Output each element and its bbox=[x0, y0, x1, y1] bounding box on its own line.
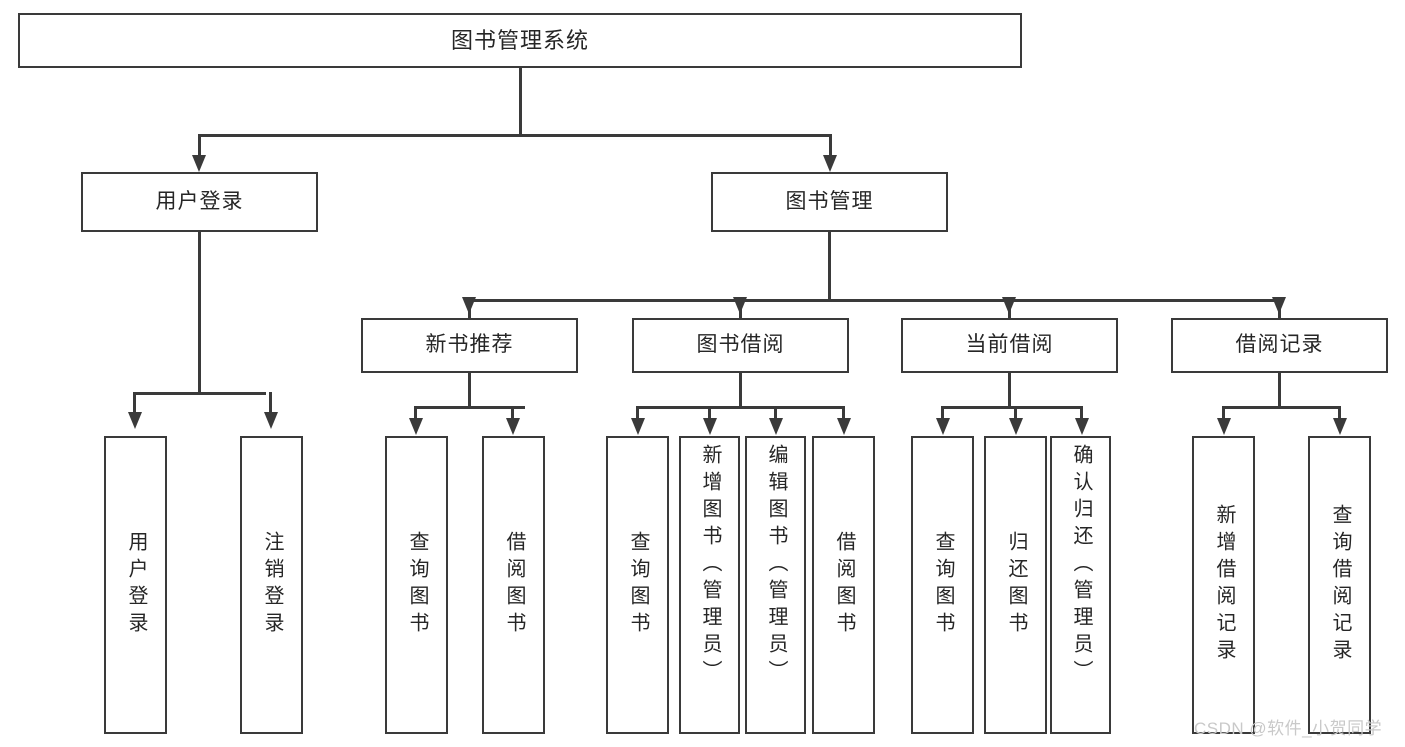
connector-cb-to-leaf-2 bbox=[1014, 406, 1017, 422]
leaf-query-book-current-borrow-label: 查询图书 bbox=[932, 531, 954, 639]
connector-book-borrow-stem bbox=[739, 373, 742, 408]
arrow-user-login-to-leaf-1 bbox=[128, 412, 142, 429]
arrow-br-to-leaf-2 bbox=[1333, 418, 1347, 435]
node-new-book-recommend-label: 新书推荐 bbox=[425, 333, 514, 357]
arrow-user-login-to-leaf-2 bbox=[264, 412, 278, 429]
connector-borrow-record-stem bbox=[1278, 373, 1281, 408]
connector-book-manage-bus bbox=[468, 299, 1279, 302]
leaf-borrow-book-new-book-label: 借阅图书 bbox=[503, 531, 525, 639]
arrow-bm-to-borrow-record bbox=[1272, 297, 1286, 314]
arrow-nb-to-leaf-1 bbox=[409, 418, 423, 435]
connector-br-to-leaf-2 bbox=[1338, 406, 1341, 422]
arrow-nb-to-leaf-2 bbox=[506, 418, 520, 435]
arrow-root-to-book-manage bbox=[823, 155, 837, 172]
connector-borrow-record-bus bbox=[1222, 406, 1340, 409]
node-book-borrow[interactable]: 图书借阅 bbox=[632, 318, 849, 373]
connector-current-borrow-stem bbox=[1008, 373, 1011, 408]
leaf-add-borrow-record[interactable]: 新增借阅记录 bbox=[1192, 436, 1255, 734]
connector-nb-to-leaf-1 bbox=[414, 406, 417, 422]
arrow-bm-to-new-book bbox=[462, 297, 476, 314]
node-new-book-recommend[interactable]: 新书推荐 bbox=[361, 318, 578, 373]
connector-new-book-bus bbox=[414, 406, 525, 409]
node-root-label: 图书管理系统 bbox=[450, 27, 589, 53]
leaf-confirm-return-admin-label: 确认归还（管理员） bbox=[1070, 444, 1092, 687]
connector-cb-to-leaf-1 bbox=[941, 406, 944, 422]
connector-nb-to-leaf-2 bbox=[511, 406, 514, 422]
connector-current-borrow-bus bbox=[941, 406, 1081, 409]
leaf-query-book-new-book[interactable]: 查询图书 bbox=[385, 436, 448, 734]
node-book-manage[interactable]: 图书管理 bbox=[711, 172, 948, 232]
arrow-bm-to-current-borrow bbox=[1002, 297, 1016, 314]
connector-br-to-leaf-1 bbox=[1222, 406, 1225, 422]
leaf-return-book[interactable]: 归还图书 bbox=[984, 436, 1047, 734]
node-borrow-record-label: 借阅记录 bbox=[1235, 333, 1324, 357]
leaf-user-logout-label: 注销登录 bbox=[261, 531, 283, 639]
leaf-confirm-return-admin[interactable]: 确认归还（管理员） bbox=[1050, 436, 1111, 734]
connector-book-borrow-bus bbox=[636, 406, 843, 409]
node-borrow-record[interactable]: 借阅记录 bbox=[1171, 318, 1388, 373]
connector-bb-to-leaf-4 bbox=[842, 406, 845, 422]
node-user-login[interactable]: 用户登录 bbox=[81, 172, 318, 232]
connector-cb-to-leaf-3 bbox=[1080, 406, 1083, 422]
leaf-edit-book-admin-label: 编辑图书（管理员） bbox=[765, 444, 787, 687]
connector-user-login-bus bbox=[133, 392, 266, 395]
leaf-add-borrow-record-label: 新增借阅记录 bbox=[1213, 504, 1235, 666]
leaf-query-borrow-record[interactable]: 查询借阅记录 bbox=[1308, 436, 1371, 734]
connector-bb-to-leaf-1 bbox=[636, 406, 639, 422]
node-current-borrow[interactable]: 当前借阅 bbox=[901, 318, 1118, 373]
connector-root-to-book-manage bbox=[829, 134, 832, 158]
arrow-cb-to-leaf-3 bbox=[1075, 418, 1089, 435]
connector-book-manage-stem bbox=[828, 232, 831, 301]
leaf-borrow-book-book-borrow-label: 借阅图书 bbox=[833, 531, 855, 639]
leaf-query-book-current-borrow[interactable]: 查询图书 bbox=[911, 436, 974, 734]
connector-user-login-stem bbox=[198, 232, 201, 394]
leaf-return-book-label: 归还图书 bbox=[1005, 531, 1027, 639]
node-user-login-label: 用户登录 bbox=[155, 189, 244, 213]
leaf-add-book-admin[interactable]: 新增图书（管理员） bbox=[679, 436, 740, 734]
arrow-bb-to-leaf-4 bbox=[837, 418, 851, 435]
arrow-bb-to-leaf-3 bbox=[769, 418, 783, 435]
leaf-add-book-admin-label: 新增图书（管理员） bbox=[699, 444, 721, 687]
arrow-cb-to-leaf-2 bbox=[1009, 418, 1023, 435]
connector-user-login-to-leaf-1 bbox=[133, 392, 136, 414]
arrow-cb-to-leaf-1 bbox=[936, 418, 950, 435]
leaf-borrow-book-book-borrow[interactable]: 借阅图书 bbox=[812, 436, 875, 734]
arrow-bb-to-leaf-2 bbox=[703, 418, 717, 435]
arrow-root-to-user-login bbox=[192, 155, 206, 172]
leaf-query-book-book-borrow-label: 查询图书 bbox=[627, 531, 649, 639]
connector-root-bus bbox=[198, 134, 831, 137]
connector-new-book-stem bbox=[468, 373, 471, 408]
arrow-bm-to-book-borrow bbox=[733, 297, 747, 314]
leaf-user-logout[interactable]: 注销登录 bbox=[240, 436, 303, 734]
connector-root-to-user-login bbox=[198, 134, 201, 158]
node-root[interactable]: 图书管理系统 bbox=[18, 13, 1022, 68]
node-current-borrow-label: 当前借阅 bbox=[965, 333, 1054, 357]
leaf-query-book-new-book-label: 查询图书 bbox=[406, 531, 428, 639]
csdn-watermark: CSDN @软件_小贺同学 bbox=[1194, 719, 1383, 738]
leaf-query-book-book-borrow[interactable]: 查询图书 bbox=[606, 436, 669, 734]
arrow-bb-to-leaf-1 bbox=[631, 418, 645, 435]
arrow-br-to-leaf-1 bbox=[1217, 418, 1231, 435]
node-book-manage-label: 图书管理 bbox=[785, 189, 874, 213]
connector-bb-to-leaf-3 bbox=[774, 406, 777, 422]
leaf-query-borrow-record-label: 查询借阅记录 bbox=[1329, 504, 1351, 666]
node-book-borrow-label: 图书借阅 bbox=[696, 333, 785, 357]
leaf-user-login-label: 用户登录 bbox=[125, 531, 147, 639]
leaf-user-login[interactable]: 用户登录 bbox=[104, 436, 167, 734]
leaf-edit-book-admin[interactable]: 编辑图书（管理员） bbox=[745, 436, 806, 734]
leaf-borrow-book-new-book[interactable]: 借阅图书 bbox=[482, 436, 545, 734]
connector-bb-to-leaf-2 bbox=[708, 406, 711, 422]
connector-user-login-to-leaf-2 bbox=[269, 392, 272, 414]
connector-root-stem bbox=[519, 68, 522, 136]
